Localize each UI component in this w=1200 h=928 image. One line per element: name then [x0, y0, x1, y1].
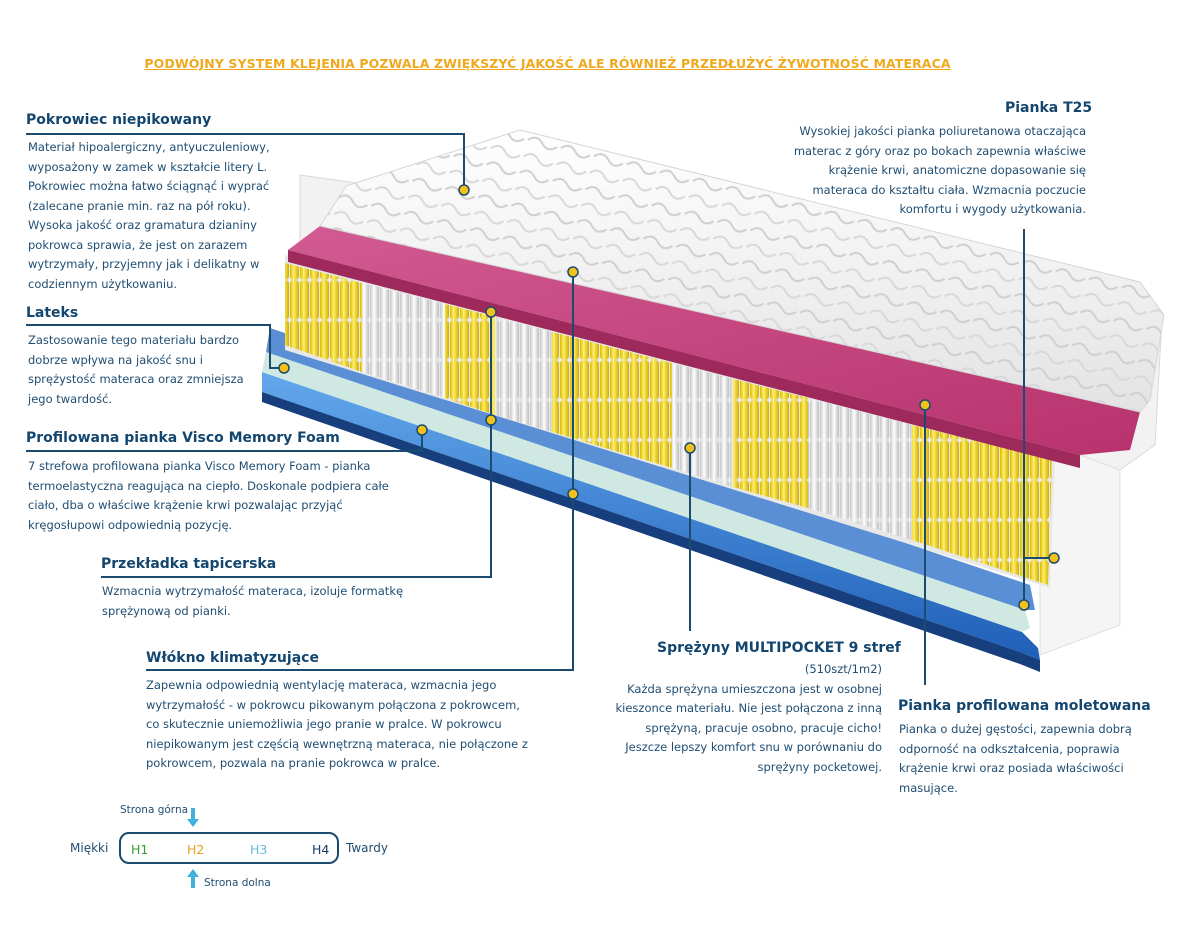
- moletowana-description: Pianka o dużej gęstości, zapewnia dobrą …: [899, 720, 1169, 798]
- hardness-h2: H2: [187, 842, 205, 857]
- moletowana-line: masujące.: [899, 780, 958, 795]
- pokrowiec-line: wyposażony w zamek w kształcie litery L.: [28, 159, 268, 174]
- pianka-t25-line: materaca do kształtu ciała. Wzmacnia poc…: [812, 182, 1086, 197]
- pokrowiec-line: wytrzymały, przyjemny jak i delikatny w: [28, 257, 260, 271]
- przekladka-title: Przekładka tapicerska: [101, 556, 277, 572]
- wlokno-line: pokrowcem, pozwala na pranie pokrowca w …: [146, 756, 441, 770]
- lateks-line: dobrze wpływa na jakość snu i: [28, 352, 203, 367]
- sprezyny-line: sprężyną, pracuje osobno, pracuje cicho!: [645, 720, 882, 735]
- visco-line: 7 strefowa profilowana pianka Visco Memo…: [28, 459, 371, 473]
- visco-description: 7 strefowa profilowana pianka Visco Memo…: [28, 457, 426, 535]
- visco-line: termoelastyczna reagująca na ciepło. Dos…: [28, 478, 389, 493]
- pokrowiec-title: Pokrowiec niepikowany: [26, 112, 212, 128]
- pianka-t25-description: Wysokiej jakości pianka poliuretanowa ot…: [740, 122, 1086, 220]
- moletowana-line: odporność na odkształcenia, poprawia: [899, 741, 1120, 756]
- wlokno-line: wytrzymałość - w pokrowcu pikowanym połą…: [146, 697, 520, 712]
- sprezyny-line: Jeszcze lepszy komfort snu w porównaniu …: [625, 740, 882, 754]
- top-side-arrowhead-icon: [187, 819, 199, 827]
- top-side-label: Strona górna: [120, 804, 189, 816]
- pokrowiec-line: Materiał hipoalergiczny, antyuczuleniowy…: [28, 140, 270, 154]
- sprezyny-line: kieszonce materiału. Nie jest połączona …: [615, 701, 882, 715]
- przekladka-line: sprężynową od pianki.: [102, 603, 231, 618]
- pianka-t25-line: krążenie krwi, anatomiczne dopasowanie s…: [828, 163, 1086, 177]
- wlokno-line: Zapewnia odpowiednią wentylację materaca…: [146, 678, 497, 692]
- pokrowiec-line: pokrowca sprawia, że jest on zarazem: [28, 237, 248, 252]
- moletowana-line: krążenie krwi oraz posiada właściwości: [899, 761, 1124, 775]
- pianka-t25-line: komfortu i wygody użytkowania.: [899, 202, 1086, 216]
- pianka-t25-line: materac z góry oraz po bokach zapewnia w…: [793, 143, 1086, 158]
- bottom-side-label: Strona dolna: [204, 877, 271, 889]
- pokrowiec-description: Materiał hipoalergiczny, antyuczuleniowy…: [28, 138, 318, 294]
- hard-label: Twardy: [346, 841, 388, 855]
- lateks-description: Zastosowanie tego materiału bardzo dobrz…: [28, 331, 268, 409]
- soft-label: Miękki: [70, 841, 109, 855]
- pokrowiec-line: Pokrowiec można łatwo ściągnąć i wyprać: [28, 179, 270, 193]
- sprezyny-line: Każda sprężyna umieszczona jest w osobne…: [627, 681, 882, 696]
- hardness-h3: H3: [250, 842, 268, 857]
- lateks-title: Lateks: [26, 305, 79, 321]
- pokrowiec-line: Wysoka jakość oraz gramatura dzianiny: [28, 218, 257, 232]
- pokrowiec-line: codziennym użytkowaniu.: [28, 276, 178, 291]
- visco-line: kręgosłupowi odpowiednią pozycję.: [28, 517, 233, 532]
- top-side-arrow-icon: [191, 808, 195, 820]
- visco-line: ciało, dba o właściwe krążenie krwi pozw…: [28, 498, 343, 512]
- moletowana-line: Pianka o dużej gęstości, zapewnia dobrą: [899, 722, 1132, 736]
- hardness-h1: H1: [131, 842, 149, 857]
- lateks-line: sprężystość materaca oraz zmniejsza: [28, 372, 244, 386]
- sprezyny-line: sprężyny pocketowej.: [757, 759, 882, 774]
- hardness-scale: [119, 832, 339, 864]
- przekladka-line: Wzmacnia wytrzymałość materaca, izoluje …: [102, 584, 404, 598]
- wlokno-title: Włókno klimatyzujące: [146, 650, 319, 666]
- pokrowiec-line: (zalecane pranie min. raz na pół roku).: [28, 198, 251, 213]
- lateks-line: Zastosowanie tego materiału bardzo: [28, 333, 239, 347]
- lateks-line: jego twardość.: [28, 391, 113, 406]
- bottom-side-arrowhead-icon: [187, 869, 199, 877]
- moletowana-title: Pianka profilowana moletowana: [898, 698, 1151, 714]
- sprezyny-description: (510szt/1m2) Każda sprężyna umieszczona …: [594, 660, 882, 777]
- wlokno-line: niepikowanym jest częścią wewnętrzną mat…: [146, 736, 528, 751]
- przekladka-description: Wzmacnia wytrzymałość materaca, izoluje …: [102, 582, 462, 621]
- wlokno-description: Zapewnia odpowiednią wentylację materaca…: [146, 676, 576, 774]
- sprezyny-subtitle: (510szt/1m2): [804, 662, 882, 676]
- pianka-t25-line: Wysokiej jakości pianka poliuretanowa ot…: [799, 124, 1086, 138]
- wlokno-line: co skutecznie uniemożliwia jego pranie w…: [146, 717, 502, 731]
- sprezyny-title: Sprężyny MULTIPOCKET 9 stref: [657, 640, 901, 656]
- pianka-t25-title: Pianka T25: [1005, 100, 1093, 116]
- bottom-side-arrow-icon: [191, 876, 195, 888]
- visco-title: Profilowana pianka Visco Memory Foam: [26, 430, 340, 446]
- hardness-h4: H4: [312, 842, 330, 857]
- headline: PODWÓJNY SYSTEM KLEJENIA POZWALA ZWIĘKSZ…: [144, 56, 951, 71]
